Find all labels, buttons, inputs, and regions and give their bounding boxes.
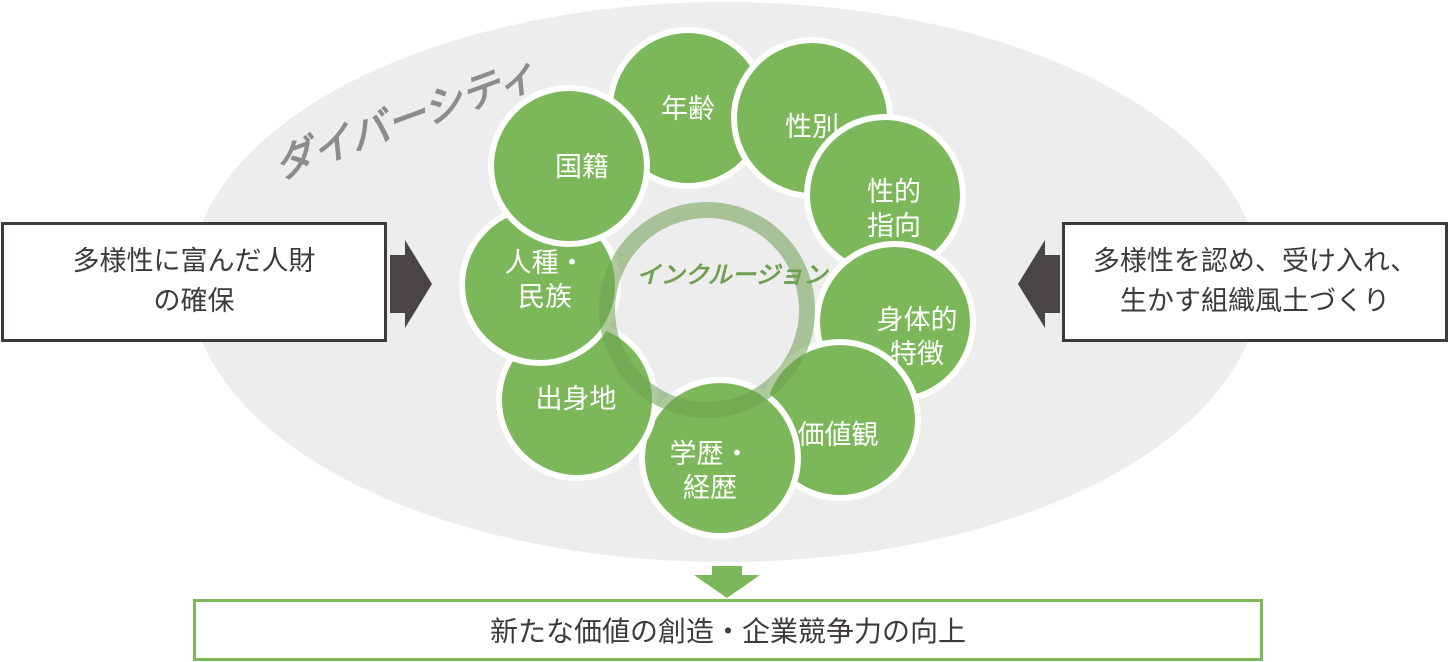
circle-values-label: 価値観 xyxy=(798,420,879,451)
right-box-line-2: 生かす組織風土づくり xyxy=(1120,286,1390,317)
left-arrow-icon xyxy=(1018,240,1060,328)
down-arrow-icon xyxy=(694,566,760,598)
circle-education-career-shape xyxy=(639,377,801,539)
left-box-line-2: の確保 xyxy=(153,286,235,317)
outcome-text: 新たな価値の創造・企業競争力の向上 xyxy=(489,615,966,648)
left-box-line-1: 多様性に富んだ人財 xyxy=(72,246,316,277)
circle-physical-characteristics-label: 身体的 xyxy=(877,305,958,336)
inclusion-label: インクルージョン xyxy=(637,261,830,289)
organizational-culture-box: 多様性を認め、受け入れ、 生かす組織風土づくり xyxy=(1062,222,1448,342)
circle-education-career: 学歴・経歴 xyxy=(639,377,801,539)
outcome-box: 新たな価値の創造・企業競争力の向上 xyxy=(193,599,1263,661)
circle-nationality-label: 国籍 xyxy=(555,152,609,183)
talent-acquisition-box: 多様性に富んだ人財 の確保 xyxy=(1,222,387,342)
circle-birthplace-label: 出身地 xyxy=(536,384,617,415)
circle-nationality-shape xyxy=(488,85,650,247)
circle-sexual-orientation-label: 指向 xyxy=(867,211,921,242)
circle-nationality: 国籍 xyxy=(488,85,650,247)
circle-race-ethnicity-label: 人種・ xyxy=(505,248,586,279)
diversity-ellipse xyxy=(190,2,1260,562)
right-arrow-icon xyxy=(390,240,432,328)
right-box-line-1: 多様性を認め、受け入れ、 xyxy=(1092,246,1418,277)
circle-sexual-orientation-label: 性的 xyxy=(867,177,921,208)
inclusion-ring xyxy=(599,202,815,418)
circle-education-career-label: 経歴 xyxy=(683,473,737,504)
circle-race-ethnicity-label: 民族 xyxy=(518,282,572,313)
circle-education-career-label: 学歴・ xyxy=(670,439,751,470)
circle-age-label: 年齢 xyxy=(661,94,715,125)
